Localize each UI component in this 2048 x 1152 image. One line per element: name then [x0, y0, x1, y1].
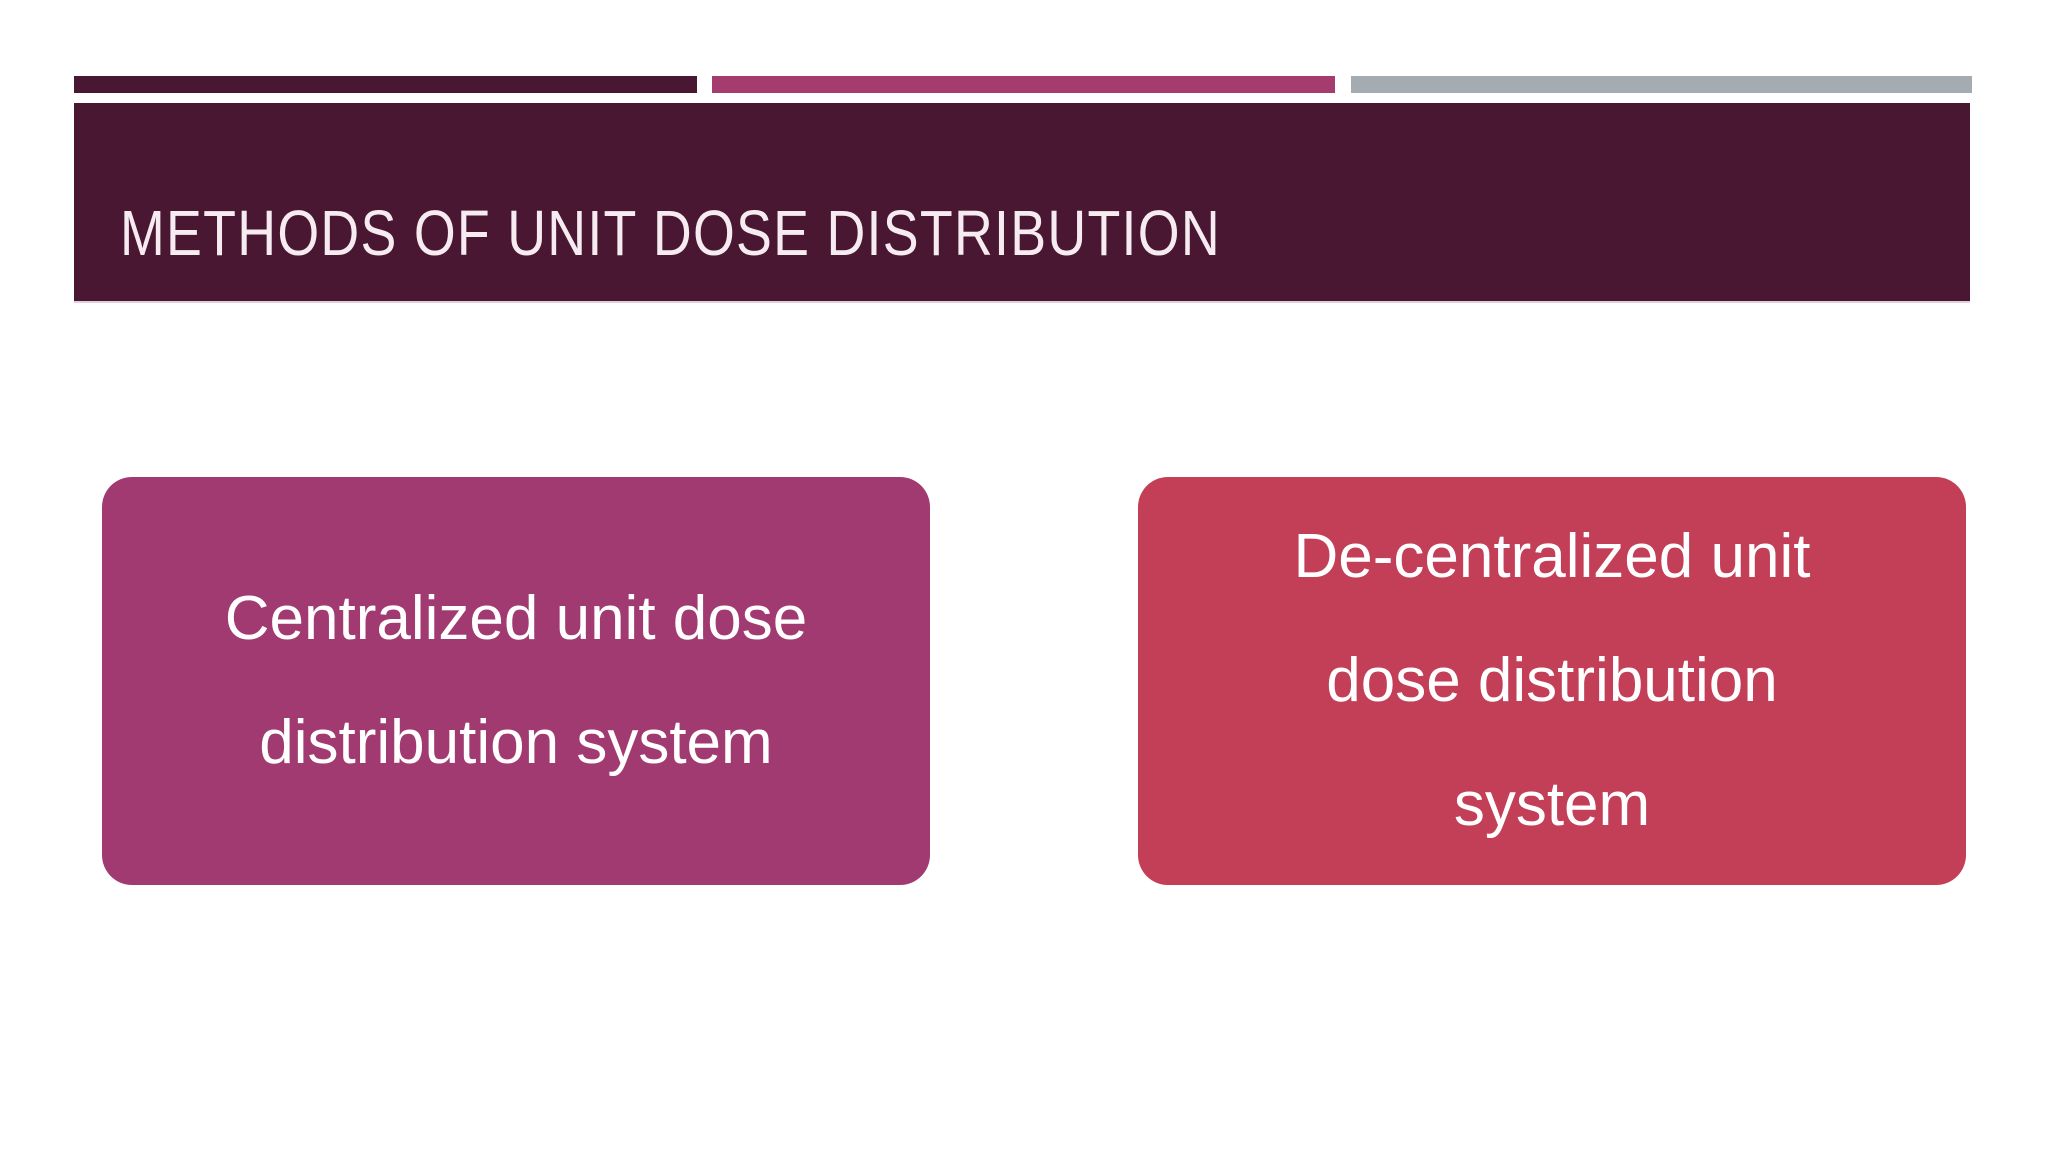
- slide-title-banner: METHODS OF UNIT DOSE DISTRIBUTION: [74, 103, 1970, 303]
- decentralized-system-label: De-centralized unit dose distribution sy…: [1293, 522, 1811, 839]
- slide-title: METHODS OF UNIT DOSE DISTRIBUTION: [120, 197, 1221, 269]
- accent-bar-magenta: [712, 76, 1335, 93]
- decentralized-system-box: De-centralized unit dose distribution sy…: [1138, 477, 1966, 885]
- accent-bar-gray: [1351, 76, 1972, 93]
- centralized-system-label: Centralized unit dose distribution syste…: [224, 584, 808, 777]
- accent-bar-plum: [74, 76, 697, 93]
- centralized-system-box: Centralized unit dose distribution syste…: [102, 477, 930, 885]
